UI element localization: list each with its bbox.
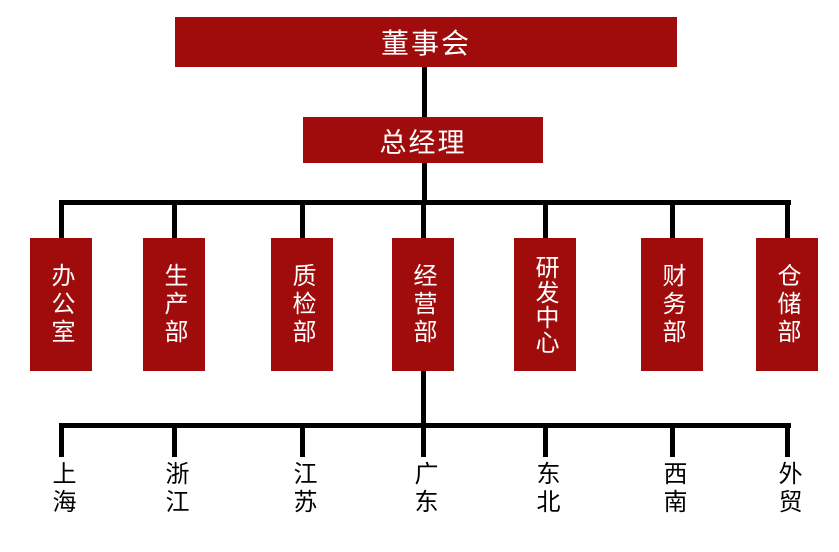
drop-region-3 — [300, 423, 305, 457]
label-region-northeast: 东北 — [532, 461, 560, 517]
connector-board-gm — [422, 67, 427, 117]
drop-region-2 — [172, 423, 177, 457]
drop-dept-2 — [172, 200, 177, 239]
node-dept-production: 生产部 — [143, 238, 205, 371]
label-region-shanghai: 上海 — [48, 461, 76, 517]
node-dept-business: 经营部 — [392, 238, 454, 371]
node-dept-finance: 财务部 — [641, 238, 703, 371]
label-region-zhejiang: 浙江 — [161, 461, 189, 517]
drop-region-7 — [785, 423, 790, 457]
node-board: 董事会 — [175, 17, 677, 67]
node-dept-office: 办公室 — [30, 238, 92, 371]
drop-region-1 — [59, 423, 64, 457]
drop-dept-7 — [785, 200, 790, 239]
drop-dept-6 — [670, 200, 675, 239]
node-dept-warehouse: 仓储部 — [756, 238, 818, 371]
drop-region-4 — [421, 423, 426, 457]
label-region-foreign-trade: 外贸 — [774, 461, 802, 517]
drop-region-6 — [670, 423, 675, 457]
drop-dept-3 — [300, 200, 305, 239]
node-dept-rnd-center: 研发中心 — [514, 238, 576, 371]
label-region-southwest: 西南 — [659, 461, 687, 517]
connector-gm-rail — [422, 163, 427, 205]
drop-region-5 — [543, 423, 548, 457]
label-region-guangdong: 广东 — [410, 461, 438, 517]
node-general-manager: 总经理 — [303, 117, 543, 163]
drop-dept-1 — [59, 200, 64, 239]
drop-dept-5 — [543, 200, 548, 239]
label-region-jiangsu: 江苏 — [289, 461, 317, 517]
node-dept-quality: 质检部 — [271, 238, 333, 371]
drop-dept-4 — [421, 200, 426, 239]
connector-business-rail — [421, 371, 426, 428]
